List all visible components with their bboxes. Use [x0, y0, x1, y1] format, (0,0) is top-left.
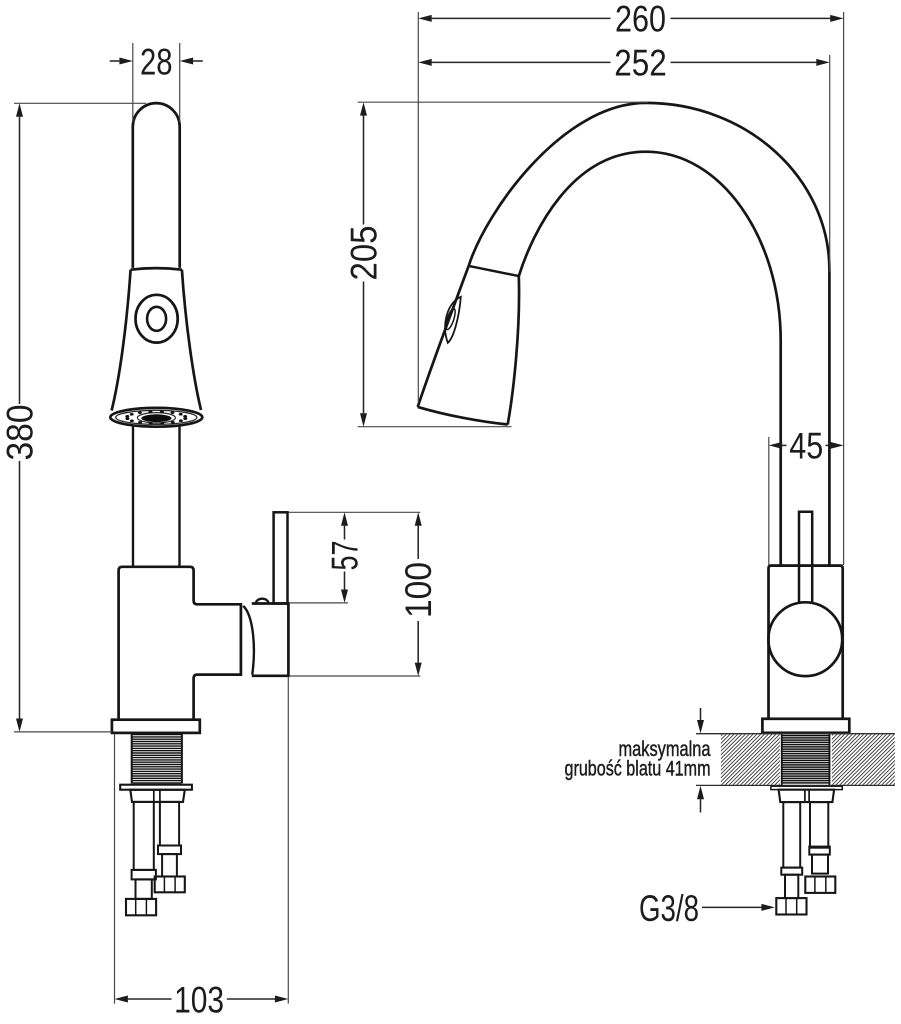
svg-text:maksymalna: maksymalna: [619, 737, 711, 761]
svg-text:57: 57: [325, 541, 366, 571]
svg-text:G3/8: G3/8: [639, 888, 699, 929]
svg-text:28: 28: [140, 41, 173, 82]
svg-text:380: 380: [0, 405, 40, 461]
svg-text:103: 103: [174, 979, 224, 1020]
svg-text:grubość blatu 41mm: grubość blatu 41mm: [565, 757, 711, 781]
svg-text:45: 45: [789, 426, 823, 467]
svg-text:252: 252: [614, 43, 667, 84]
svg-text:260: 260: [615, 0, 666, 40]
svg-text:100: 100: [398, 562, 439, 618]
svg-text:205: 205: [344, 226, 385, 281]
